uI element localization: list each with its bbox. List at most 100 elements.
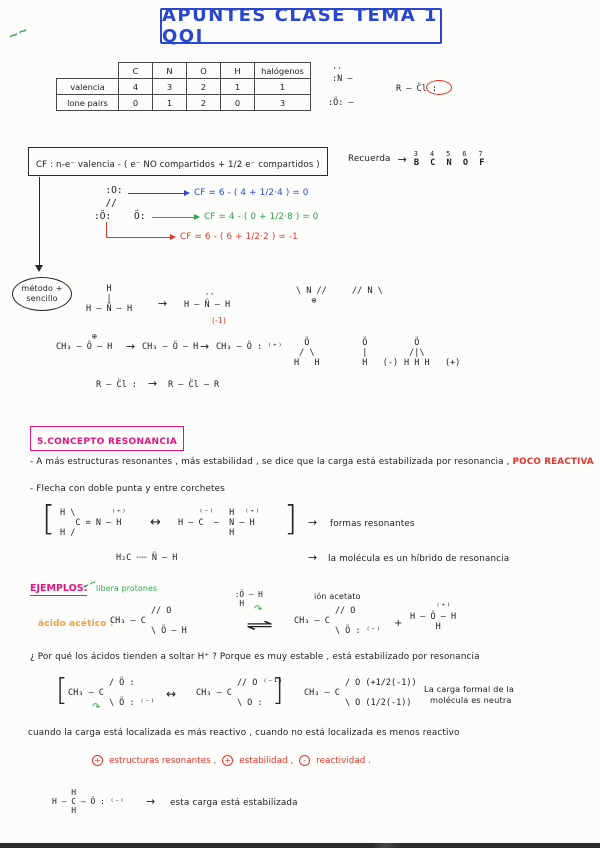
term-estabilidad: estabilidad , [239,755,294,766]
equilibrium-arrows-icon: ⇌ [246,616,274,634]
double-arrow-icon: ↔ [166,687,177,701]
arrow-icon: → [308,551,318,564]
curved-arrow-icon: ↷ [254,604,263,615]
valence-numbers: 3 4 5 6 7 [413,150,487,158]
circled-plus-icon: + [92,755,103,766]
structure-nitrogen-res-a: \ N // ⊕ [296,286,327,306]
red-circle-annotation [426,80,452,95]
table-row-valencia: valencia 4 3 2 1 1 [56,78,311,95]
caption-hibrido: la molécula es un híbrido de resonancia [328,554,510,564]
reactivity-summary: + estructuras resonantes , + estabilidad… [92,755,371,766]
caption-carga-estabilizada: esta carga está estabilizada [170,798,298,808]
scan-edge-strip [0,843,600,848]
bracket-close: ] [272,673,284,708]
title-box: APUNTES CLASE TEMA 1 QOI [160,5,442,47]
cf-example-structure: :O: // :Ö: Ö: [94,185,146,222]
row-label-lone-pairs: lone pairs [56,94,119,111]
structure-hydronium-product: ⁽⁺⁾ H – Ö – H H [410,602,457,632]
table-cell: 0 [220,94,255,111]
arrowhead-green-icon [194,214,200,220]
bullet-resonance-stability: - A más estructuras resonantes , más est… [30,457,594,467]
table-cell: 3 [254,94,311,111]
note-carga-formal-line2: molécula es neutra [430,695,512,705]
curved-arrow-icon: ↷ [92,702,101,713]
green-note: libera protones [96,584,158,593]
table-row-lone-pairs: lone pairs 0 1 2 0 3 [56,94,311,111]
lewis-nitrogen-structure: ·· :N – [332,64,353,84]
arrow-icon: → [126,340,136,353]
recuerda-note: Recuerda → 3 4 5 6 7 B C N O F [348,150,487,168]
recuerda-label: Recuerda [348,154,391,164]
section-header-resonancia: 5.CONCEPTO RESONANCIA [30,426,185,451]
table-header-halogens: halógenos [254,62,311,79]
structure-acetate-res-a: / Ö : CH₃ – C \ Ö : ⁽⁻⁾ [68,678,155,708]
structure-chloronium: R – C̈l – R [168,380,220,390]
formal-charge-formula: CF : n-e⁻ valencia - ( e⁻ NO compartidos… [36,160,320,170]
arrow-icon: → [158,297,168,310]
note-carga-formal-line1: La carga formal de la [424,684,515,694]
metodo-line1: método + [21,284,63,293]
arrowhead-red-icon [170,234,176,240]
table-cell: 2 [186,78,221,95]
arrow-icon: → [308,516,318,529]
table-cell: 0 [118,94,153,111]
table-header-row: C N O H halógenos [56,62,311,79]
table-cell: 2 [186,94,221,111]
structure-nitrogen-res-b: // N \ [352,286,383,296]
bullet2-text: - Flecha con doble punta y entre corchet… [30,484,225,494]
pencil-mark-icon: ~~ [6,22,31,44]
bracket-open: [ [42,499,56,539]
acid-label: ácido acético : [38,619,114,629]
down-arrowhead-icon [35,265,43,272]
structure-acetic-acid: // O CH₃ – C \ Ö – H [110,606,187,636]
table-header-h: H [220,62,255,79]
structure-water-base: :Ö – H H [234,590,263,608]
structure-methanol-1: ⊕ CH₃ – Ö – H [56,332,113,352]
cf-equation-green: CF = 4 - ( 0 + 1/2·8 ) = 0 [204,212,319,222]
table-cell: 1 [254,78,311,95]
structure-methanol-2: CH₃ – Ö – H [142,342,199,352]
bullet1-text: - A más estructuras resonantes , más est… [30,457,510,467]
term-reactividad: reactividad . [316,755,371,766]
arrowhead-blue-icon [184,190,190,196]
structure-water: Ö / \ H H [294,338,320,368]
cf-equation-red: CF = 6 - ( 6 + 1/2·2 ) = -1 [180,232,298,242]
metodo-line2: sencillo [26,294,58,303]
structure-hybrid: H₂C ┄┄ N̈ – H [116,553,178,563]
bracket-open: [ [56,673,68,708]
row-label-valencia: valencia [56,78,119,95]
structure-hydronium: Ö /|\ H H H (+) [404,338,461,368]
term-estructuras-resonantes: estructuras resonantes , [109,755,217,766]
structure-chloride: R – C̈l : [96,380,137,390]
down-arrow-line [39,177,40,267]
structure-methanol-3: CH₃ – Ö : ⁽⁺⁾ [216,342,283,352]
acid-question: ¿ Por qué los ácidos tienden a soltar H⁺… [30,652,480,662]
table-header-c: C [118,62,153,79]
arrow-icon: → [200,340,210,353]
valence-mnemonic: 3 4 5 6 7 B C N O F [414,150,488,168]
structure-methoxide: H H – C – Ö : ⁽⁻⁾ H [52,788,125,815]
structure-acetate-res-b: // O ⁽⁻¹⁾ CH₃ – C \ O : [196,678,283,708]
metodo-oval: método + sencillo [12,277,72,311]
structure-hydroxide: Ö | H (-) [362,338,399,368]
circled-plus-icon: + [222,755,234,766]
table-cell: 3 [152,78,187,95]
valence-table: C N O H halógenos valencia 4 3 2 1 1 lon… [56,62,311,111]
formal-charge-formula-box: CF : n-e⁻ valencia - ( e⁻ NO compartidos… [28,147,328,176]
structure-acetate-hybrid: / O (+1/2(-1)) CH₃ – C \ O (1/2(-1)) [304,678,417,708]
acid-question-text: ¿ Por qué los ácidos tienden a soltar H⁺… [30,652,480,662]
formal-charge-label: (-1) [212,316,226,325]
cf-equation-blue: CF = 6 - ( 4 + 1/2·4 ) = 0 [194,188,309,198]
connector-red [106,222,170,238]
valence-elements: B C N O F [413,158,488,168]
reactivity-statement: cuando la carga está localizada es más r… [28,728,460,738]
lewis-oxygen-structure: :Ö: – [328,98,354,108]
arrow-icon: → [146,795,156,808]
structure-acetate-ion: // O CH₃ – C \ Ö : ⁽⁻⁾ [294,606,381,636]
connector-blue [128,193,184,194]
section-header-text: 5.CONCEPTO RESONANCIA [37,437,178,447]
table-cell: 4 [118,78,153,95]
reactivity-statement-text: cuando la carga está localizada es más r… [28,728,460,738]
connector-green [152,217,194,218]
